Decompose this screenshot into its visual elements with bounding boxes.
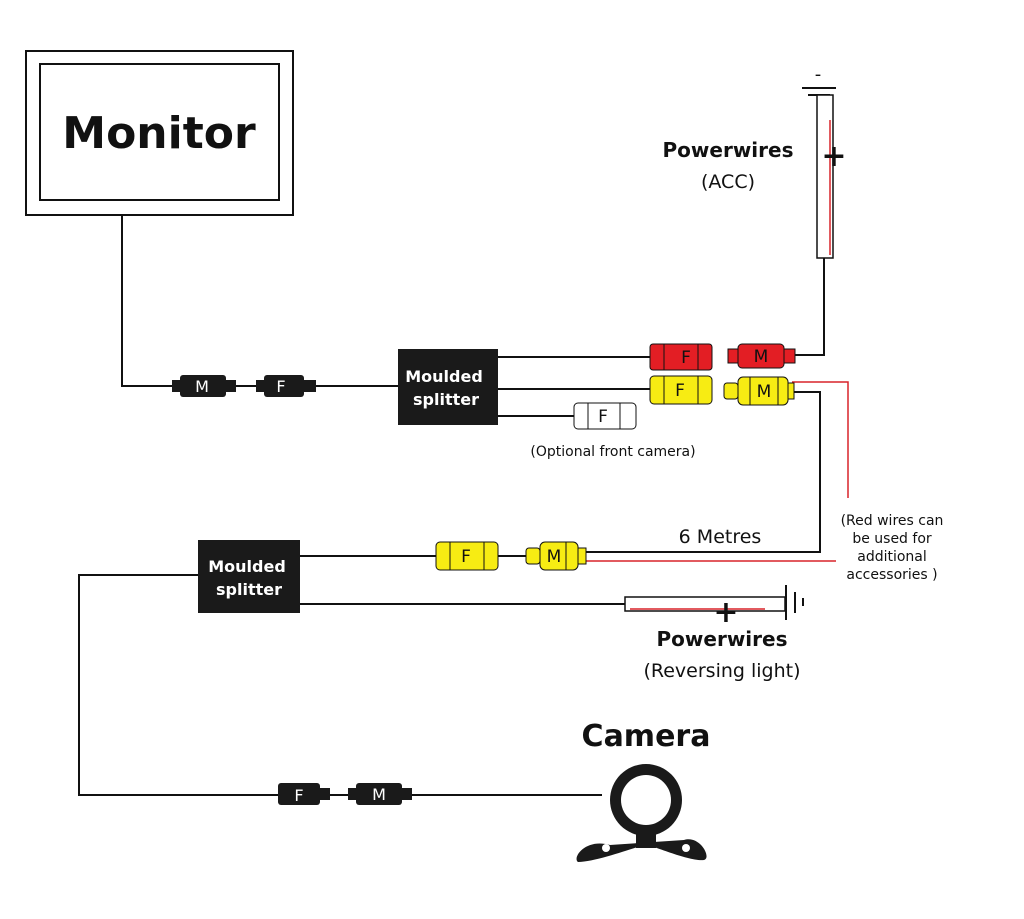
red-wires-note-line-4: accessories ) [846,567,937,583]
splitter-bottom-line2: splitter [216,580,282,599]
red-wires-note-line-3: additional [857,549,927,565]
splitter-bottom-line1: Moulded [208,557,286,576]
monitor: Monitor [25,50,294,216]
connector-yellow-f-top-label: F [675,381,685,401]
connector-camera-m: M [348,783,412,805]
red-wires-note-line-1: (Red wires can [841,513,944,529]
red-accessory-wire [792,381,849,498]
connector-monitor-m-label: M [195,377,209,396]
wires [78,215,849,796]
camera-label: Camera [582,719,711,754]
power-reverse-plus: + [713,595,738,630]
wire-acc-power [794,258,825,356]
power-reverse-subtitle: (Reversing light) [643,660,800,682]
wire-splitter-camera [78,574,280,796]
power-acc-minus: - [815,64,822,85]
red-wires-note: (Red wires can be used for additional ac… [841,513,944,583]
connector-monitor-f: F [256,375,316,397]
connector-red-f-label: F [681,348,691,368]
connector-white-f-label: F [598,407,608,427]
power-acc-subtitle: (ACC) [701,171,755,193]
connector-camera-f: F [278,783,330,805]
splitter-top-line2: splitter [413,390,479,409]
connector-monitor-m: M [172,375,236,397]
power-acc-plus: + [821,139,846,174]
connector-yellow-m-top-label: M [757,382,772,402]
moulded-splitter-bottom: Moulded splitter [198,540,300,613]
camera-icon [576,764,707,862]
wire-monitor [121,215,178,387]
connector-yellow-f-bottom-label: F [461,547,471,567]
connector-red-f: F [649,343,713,371]
connector-red-m-label: M [754,347,769,367]
wire-6-metres [585,391,821,553]
connector-camera-m-label: M [372,785,386,804]
connector-camera-f-label: F [294,786,303,805]
optional-front-camera-label: (Optional front camera) [530,444,695,460]
cable-length-label: 6 Metres [679,526,762,548]
connector-yellow-f-top: F [649,375,713,405]
power-reverse: + Powerwires (Reversing light) [624,585,804,682]
red-wires-note-line-2: be used for [852,531,932,547]
monitor-label: Monitor [62,108,256,159]
connector-monitor-f-label: F [276,377,285,396]
power-acc: - + Powerwires (ACC) [663,64,847,259]
connector-white-f: F [573,402,637,430]
camera: Camera [576,719,711,862]
moulded-splitter-top: Moulded splitter [398,349,498,425]
connector-yellow-m-top: M [723,376,795,406]
connector-red-m: M [727,343,796,369]
connector-yellow-m-bottom-label: M [547,547,562,567]
connector-yellow-f-bottom: F [435,541,499,571]
splitter-top-line1: Moulded [405,367,483,386]
connector-yellow-m-bottom: M [525,541,587,571]
power-reverse-title: Powerwires [657,627,788,651]
power-acc-title: Powerwires [663,138,794,162]
